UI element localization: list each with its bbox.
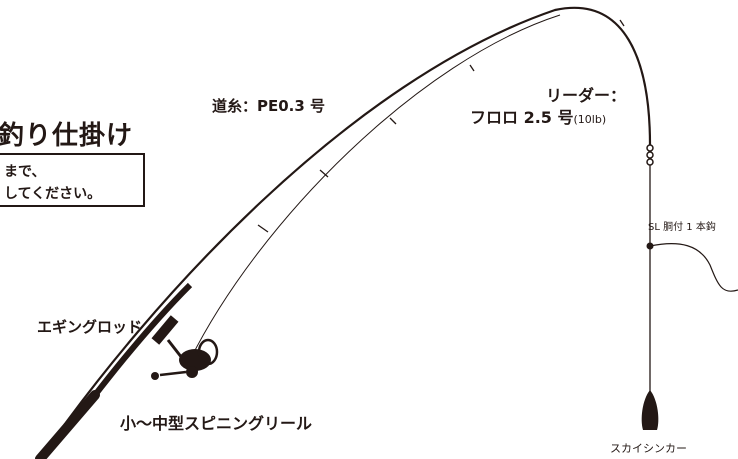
- leader-label-line2: フロロ 2.5 号(10lb): [470, 104, 606, 128]
- swivel-icon: [646, 144, 654, 166]
- reel-seat: [151, 315, 179, 345]
- rod-guide: [469, 64, 475, 72]
- reel-label: 小〜中型スピニングリール: [120, 414, 313, 433]
- leader-label-line1: リーダー：: [546, 86, 627, 105]
- hook-label: SL 胴付 1 本鈎: [648, 222, 716, 233]
- fishing-rod: [39, 6, 652, 459]
- main-line-label: 道糸：PE0.3 号: [212, 97, 326, 115]
- notice-box: まで、 してください。: [0, 153, 145, 207]
- leader-spec: フロロ 2.5 号: [470, 108, 574, 127]
- notice-line-2: してください。: [4, 186, 102, 202]
- rod-grip: [35, 390, 100, 459]
- spinning-reel-icon: [151, 338, 219, 380]
- rod-butt-section: [92, 282, 193, 397]
- rod-guide: [389, 117, 397, 125]
- page-title: 釣り仕掛け: [0, 121, 134, 151]
- rod-label: エギングロッド: [37, 318, 143, 336]
- rod-guide: [319, 169, 329, 178]
- rod-guide: [619, 19, 625, 27]
- notice-line-1: まで、: [4, 164, 46, 180]
- sinker-label: スカイシンカー: [610, 442, 687, 455]
- rod-guide: [257, 224, 269, 233]
- sinker-icon: [641, 390, 659, 430]
- main-line: [189, 14, 561, 361]
- leader-spec-lb: (10lb): [573, 113, 607, 126]
- hook-branch-line: [649, 243, 738, 292]
